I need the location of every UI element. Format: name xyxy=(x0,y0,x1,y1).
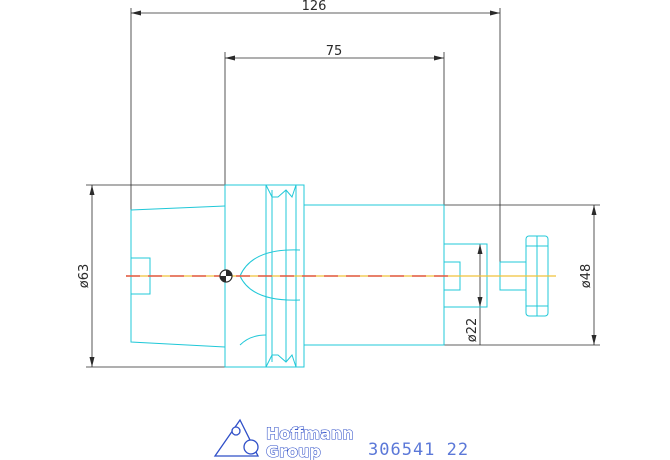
arrowhead-right xyxy=(490,10,500,16)
dimension-overall-length: 126 xyxy=(131,0,500,280)
dimension-body-length: 75 xyxy=(225,44,444,205)
arrowhead-right xyxy=(434,55,444,61)
keyway-arc-bottom xyxy=(240,276,300,300)
dimension-diameter-48: ø48 xyxy=(444,205,600,345)
arrowhead-bottom xyxy=(89,357,95,367)
arrowhead-top xyxy=(477,244,483,254)
dimension-label-22: ø22 xyxy=(465,318,480,343)
arrowhead-bottom xyxy=(477,297,483,307)
dimension-label-63: ø63 xyxy=(77,264,92,289)
dimension-diameter-63: ø63 xyxy=(77,185,225,367)
hoffmann-group-logo: Hoffmann Group xyxy=(215,420,354,460)
dimension-label-48: ø48 xyxy=(579,264,594,289)
keyway-arc-top xyxy=(240,250,300,276)
arrowhead-left xyxy=(225,55,235,61)
arrowhead-bottom xyxy=(591,335,597,345)
groove-top xyxy=(266,185,296,197)
arrowhead-top xyxy=(591,205,597,215)
dimension-diameter-22: ø22 xyxy=(444,244,487,345)
cylinder-body xyxy=(304,205,444,345)
keyway-arc-lower xyxy=(240,335,266,345)
arrowhead-left xyxy=(131,10,141,16)
logo-gear-icon xyxy=(244,440,258,454)
arrowhead-top xyxy=(89,185,95,195)
logo-text-hoffmann: Hoffmann xyxy=(266,424,354,443)
datum-point xyxy=(220,270,232,282)
part-number: 306541 22 xyxy=(368,440,469,460)
groove-bottom xyxy=(266,355,296,367)
logo-text-group: Group xyxy=(266,442,321,460)
logo-figure-icon xyxy=(232,427,240,435)
dimension-label-126: 126 xyxy=(302,0,327,14)
dimension-label-75: 75 xyxy=(326,44,343,59)
